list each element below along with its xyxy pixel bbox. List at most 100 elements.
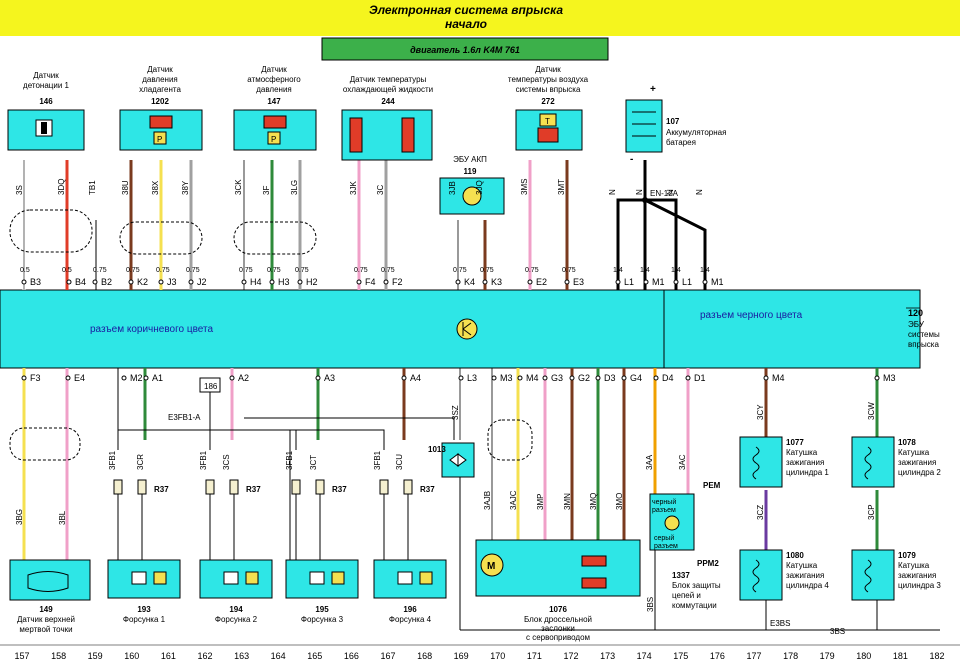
wire-code-bottom: 3MQ: [589, 493, 598, 510]
coil-label: цилиндра 4: [786, 581, 829, 590]
coil-num: 1077: [786, 438, 804, 447]
throttle-body: M 1076 Блок дроссельной заслонки с серво…: [475, 539, 641, 642]
wire-code-bottom: 3AJC: [509, 490, 518, 510]
wire-code-bottom: 3AJB: [483, 491, 492, 510]
protection-unit: черный разъем серый разъем PEM PPM2 1337…: [649, 481, 721, 610]
coolant-temp-sensor: Датчик температуры охлаждающей жидкости …: [341, 75, 433, 161]
wire-code-top: 3JK: [349, 181, 358, 195]
injector-num: 196: [403, 605, 417, 614]
pin-marker: [356, 279, 362, 285]
ecu-pin-bottom: A4: [410, 373, 421, 383]
ecu-pin-bottom: M2: [130, 373, 143, 383]
svg-text:давления: давления: [142, 75, 178, 84]
svg-text:Датчик: Датчик: [33, 71, 59, 80]
ecu-pin-top: M1: [711, 277, 724, 287]
svg-text:давления: давления: [256, 85, 292, 94]
ecu-pin-top: K2: [137, 277, 148, 287]
ecu-pin-top: H3: [278, 277, 290, 287]
ecu-pin-bottom: M4: [772, 373, 785, 383]
ecu-pin-top: J3: [167, 277, 177, 287]
ecu-pin-bottom: M3: [883, 373, 896, 383]
ruler-number: 162: [197, 651, 212, 661]
svg-text:мертвой точки: мертвой точки: [19, 625, 72, 634]
pin-marker: [874, 375, 880, 381]
title-bar: [0, 0, 960, 36]
svg-text:T: T: [545, 117, 550, 126]
ruler-number: 182: [929, 651, 944, 661]
svg-text:коммутации: коммутации: [672, 601, 717, 610]
svg-text:Аккумуляторная: Аккумуляторная: [666, 128, 726, 137]
title-line1: Электронная система впрыска: [369, 3, 563, 17]
wire-code-bottom: 3MP: [536, 494, 545, 510]
ecu-transistor-icon: [456, 318, 478, 340]
wire-gauge: 0.75: [156, 267, 170, 274]
coil-label: цилиндра 3: [898, 581, 941, 590]
svg-text:с сервоприводом: с сервоприводом: [526, 633, 590, 642]
pin-marker: [188, 279, 194, 285]
wire-code-top: N: [666, 189, 675, 195]
pin-marker: [653, 375, 659, 381]
pin-marker: [297, 279, 303, 285]
ruler-number: 168: [417, 651, 432, 661]
svg-text:119: 119: [464, 167, 477, 176]
coil-label: цилиндра 1: [786, 468, 829, 477]
ecu-pin-bottom: G3: [551, 373, 563, 383]
black-connector-label: разъем черного цвета: [700, 310, 803, 321]
coil-label: зажигания: [898, 458, 936, 467]
coil-num: 1080: [786, 551, 804, 560]
pin-marker: [21, 375, 27, 381]
ecu-pin-top: F2: [392, 277, 403, 287]
svg-text:149: 149: [39, 605, 53, 614]
engine-label: двигатель 1.6л K4M 761: [410, 45, 520, 55]
wire-gauge: 1.4: [671, 267, 681, 274]
ecu-pin-bottom: A3: [324, 373, 335, 383]
pin-marker: [121, 375, 127, 381]
pin-marker: [458, 375, 464, 381]
pin-marker: [92, 279, 98, 285]
svg-text:1337: 1337: [672, 571, 690, 580]
svg-text:черный: черный: [652, 498, 676, 506]
svg-text:146: 146: [39, 97, 53, 106]
box-186: 186: [204, 382, 218, 391]
ecu-pin-top: J2: [197, 277, 207, 287]
ecu-pin-top: H2: [306, 277, 318, 287]
wire-code-bottom: 3CP: [867, 504, 876, 520]
tdc-sensor: 149 Датчик верхней мертвой точки: [9, 559, 91, 634]
ruler-number: 161: [161, 651, 176, 661]
svg-text:разъем: разъем: [652, 507, 676, 514]
svg-text:системы впрыска: системы впрыска: [516, 85, 581, 94]
svg-text:разъем: разъем: [654, 543, 678, 550]
pin-marker: [643, 279, 649, 285]
wire-code-top: N: [608, 189, 617, 195]
ecu-pin-top: L1: [682, 277, 692, 287]
ruler-number: 174: [637, 651, 652, 661]
ruler-number: 159: [88, 651, 103, 661]
svg-text:Датчик: Датчик: [535, 65, 561, 74]
ecu-pin-bottom: A1: [152, 373, 163, 383]
svg-text:охлаждающей жидкости: охлаждающей жидкости: [343, 85, 433, 94]
wire-gauge: 0.75: [562, 267, 576, 274]
wire-code-bottom: 3SZ: [451, 405, 460, 420]
wire-gauge: 0.5: [20, 267, 30, 274]
injector-connector: [113, 479, 123, 495]
wire-code-bottom: 3CY: [756, 404, 765, 420]
pin-marker: [65, 375, 71, 381]
ecu-pin-bottom: G2: [578, 373, 590, 383]
wire-code-bottom: 3CR: [136, 454, 145, 470]
wire-gauge: 0.5: [62, 267, 72, 274]
wire-code-top: 3MS: [520, 179, 529, 195]
injector-label: Форсунка 2: [215, 615, 258, 624]
ruler-number: 170: [490, 651, 505, 661]
svg-text:Датчик: Датчик: [147, 65, 173, 74]
injector-connector: [291, 479, 301, 495]
pin-marker: [482, 279, 488, 285]
wire-code-bottom: 3BS: [646, 597, 655, 612]
pin-marker: [241, 279, 247, 285]
ruler-number: 173: [600, 651, 615, 661]
svg-text:цепей и: цепей и: [672, 591, 701, 600]
ruler-number: 177: [746, 651, 761, 661]
svg-text:Датчик: Датчик: [261, 65, 287, 74]
wire-gauge: 0.75: [267, 267, 281, 274]
splice-label: E3FB1-A: [168, 413, 201, 422]
